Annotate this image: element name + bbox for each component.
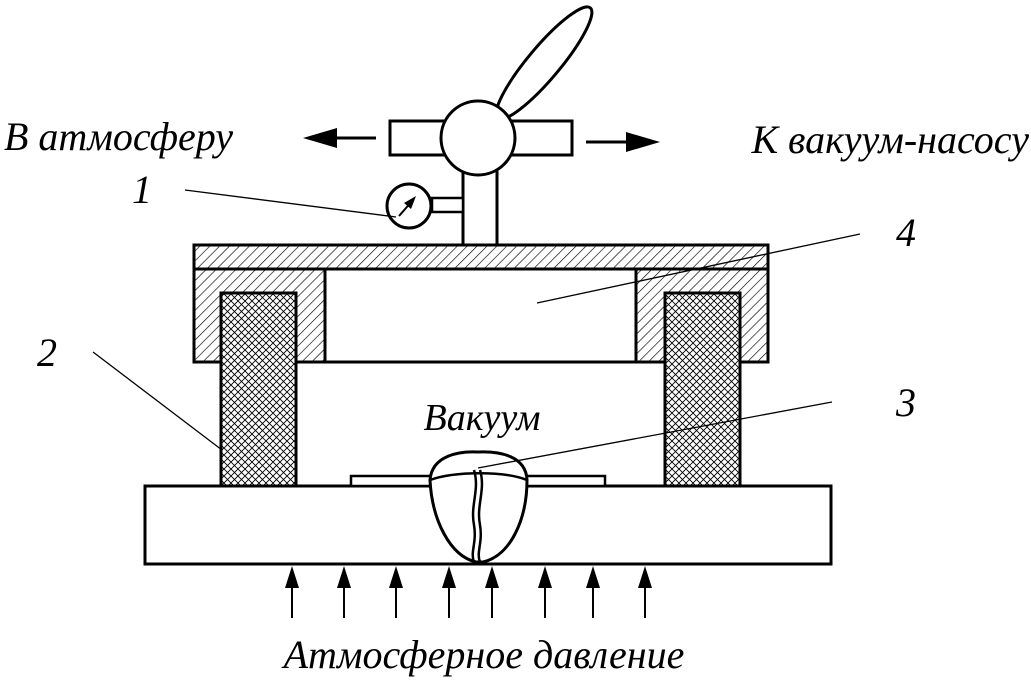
cover-plate: [192, 243, 770, 271]
callout-4: 4: [896, 210, 916, 255]
pressure-arrow: [285, 566, 299, 618]
valve-outlet-left: [388, 119, 452, 157]
leader-line-2: [92, 351, 223, 451]
valve-stem: [461, 163, 499, 249]
seal-left: [219, 291, 298, 488]
valve-body: [439, 99, 517, 177]
callout-1: 1: [132, 167, 152, 212]
label-to-atmosphere: В атмосферу: [4, 114, 233, 159]
flow-arrow-right: [586, 132, 660, 152]
leader-line-1: [184, 189, 397, 218]
pressure-arrow: [586, 566, 600, 618]
label-to-vacuum-pump: К вакуум-насосу: [750, 117, 1029, 162]
seal-right: [663, 291, 742, 488]
gauge-needle-tip: [404, 196, 416, 209]
valve-outlet-right: [508, 119, 574, 157]
label-vacuum: Вакуум: [423, 397, 540, 439]
gauge-connector: [430, 196, 465, 214]
callout-2: 2: [37, 330, 57, 375]
flow-arrow-left: [303, 128, 376, 148]
leader-line-3: [477, 401, 833, 469]
pressure-arrows: [285, 566, 652, 618]
pressure-arrow: [337, 566, 351, 618]
pressure-arrow: [389, 566, 403, 618]
pressure-arrow: [638, 566, 652, 618]
leader-line-4: [536, 233, 861, 304]
pressure-arrow: [442, 566, 456, 618]
pressure-gauge: [385, 182, 465, 230]
weld-seam: [428, 450, 529, 564]
pressure-arrow: [485, 566, 499, 618]
three-way-valve: [388, 5, 594, 249]
callout-3: 3: [895, 380, 916, 425]
label-atmospheric-pressure: Атмосферное давление: [281, 632, 685, 677]
pressure-arrow: [538, 566, 552, 618]
